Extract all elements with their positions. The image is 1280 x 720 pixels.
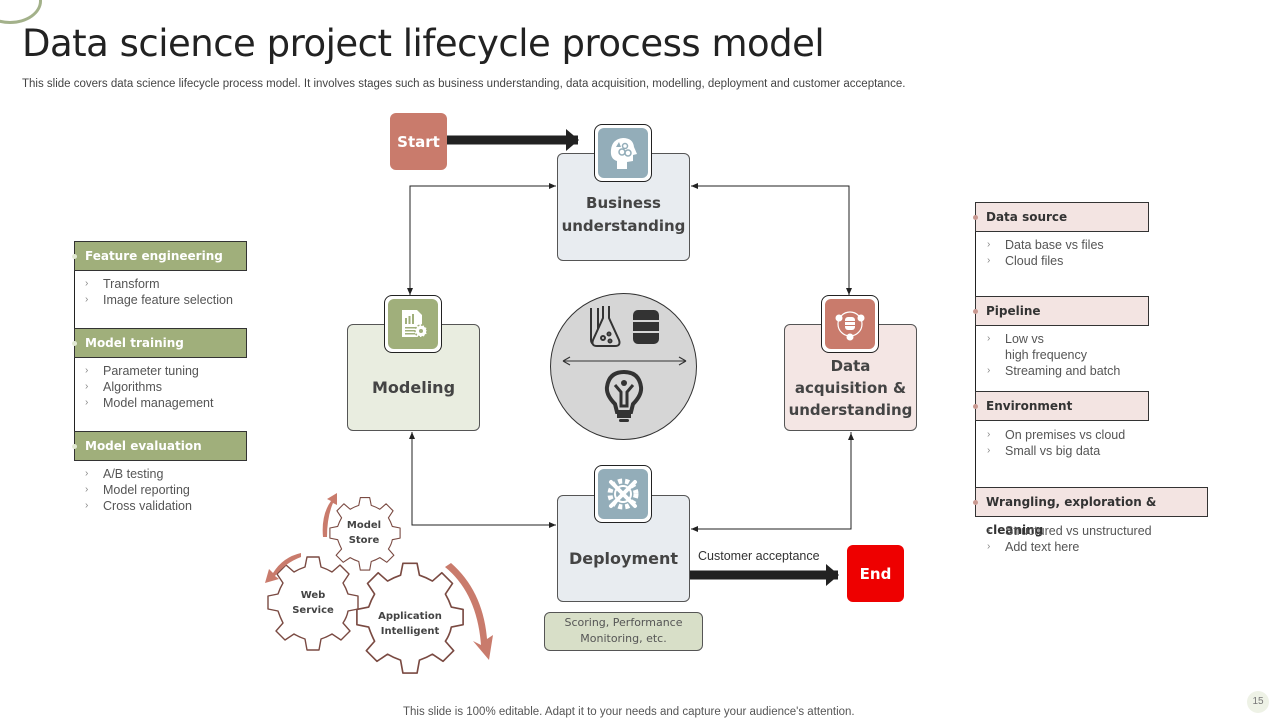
- report-gear-icon: [402, 310, 428, 338]
- right-panel-line: [975, 203, 976, 505]
- stage-modeling-label: Modeling: [371, 378, 456, 397]
- database-icon: [633, 310, 659, 344]
- left-header-model-training: Model training: [72, 328, 247, 358]
- page-subtitle: This slide covers data science lifecycle…: [22, 78, 906, 90]
- left-list-model-evaluation: ›A/B testing ›Model reporting ›Cross val…: [85, 466, 192, 514]
- head-gears-icon: [610, 138, 637, 169]
- gear-model-store-line2: Store: [348, 535, 380, 546]
- right-list-pipeline: ›Low vs high frequency ›Streaming and ba…: [987, 331, 1120, 379]
- bidirectional-arrow-icon: [562, 356, 687, 366]
- left-header-1-text: Model training: [85, 336, 184, 350]
- list-item: ›Small vs big data: [987, 444, 1101, 458]
- list-item: ›Add text here: [987, 540, 1080, 554]
- list-item: ›Low vs high frequency: [987, 332, 1088, 362]
- list-item: ›Parameter tuning: [85, 364, 199, 378]
- left-list-feature-engineering: ›Transform ›Image feature selection: [85, 276, 233, 308]
- gear-app-line1: Application: [378, 611, 442, 622]
- gear-label-application-intelligent: Application Intelligent: [375, 609, 445, 639]
- acquisition-icon-box: [821, 295, 879, 353]
- list-item: ›Cross validation: [85, 499, 192, 513]
- gear-web-service-line2: Service: [292, 605, 334, 616]
- connector-modeling-to-business: [409, 183, 556, 296]
- right-header-2-text: Environment: [986, 399, 1073, 413]
- gear-app-line2: Intelligent: [380, 626, 440, 637]
- gear-model-store-line1: Model: [346, 520, 382, 531]
- customer-acceptance-label: Customer acceptance: [698, 549, 820, 563]
- stage-deployment[interactable]: Deployment: [557, 495, 690, 602]
- right-header-wrangling: Wrangling, exploration & cleaning: [973, 487, 1208, 537]
- left-header-0-text: Feature engineering: [85, 249, 223, 263]
- gears-graphic: [265, 493, 493, 674]
- deployment-note-line2: Monitoring, etc.: [580, 632, 667, 645]
- left-header-model-evaluation: Model evaluation: [72, 431, 247, 461]
- list-item: ›Image feature selection: [85, 293, 233, 307]
- list-item: ›Transform: [85, 277, 160, 291]
- center-circle: [550, 293, 697, 440]
- stage-deployment-label: Deployment: [568, 549, 679, 568]
- list-item: ›Model management: [85, 396, 214, 410]
- list-item: ›Structured vs unstructured: [987, 524, 1152, 538]
- stage-acquisition-line3: understanding: [788, 401, 913, 419]
- right-header-pipeline: Pipeline: [973, 296, 1149, 326]
- tools-gear-icon: [607, 478, 639, 510]
- list-item: ›Streaming and batch: [987, 364, 1121, 378]
- right-list-data-source: ›Data base vs files ›Cloud files: [987, 237, 1104, 269]
- stage-acquisition-line2: acquisition &: [794, 379, 907, 397]
- footer-text: This slide is 100% editable. Adapt it to…: [403, 706, 855, 718]
- end-label: End: [859, 564, 892, 583]
- right-header-3-text: Wrangling, exploration & cleaning: [986, 495, 1157, 537]
- curved-arrow-left-icon: [265, 553, 301, 583]
- deployment-note-line1: Scoring, Performance: [564, 616, 683, 629]
- right-header-1-text: Pipeline: [986, 304, 1041, 318]
- right-list-environment: ›On premises vs cloud ›Small vs big data: [987, 427, 1125, 459]
- left-header-feature-engineering: Feature engineering: [72, 241, 247, 271]
- start-label: Start: [397, 132, 440, 151]
- stage-acquisition-line1: Data: [830, 357, 871, 375]
- stage-business-line1: Business: [586, 194, 661, 212]
- right-header-data-source: Data source: [973, 202, 1149, 232]
- modeling-icon-box: [384, 295, 442, 353]
- stage-business-line2: understanding: [561, 217, 686, 235]
- business-icon-box: [594, 124, 652, 182]
- gear-label-model-store: Model Store: [342, 518, 386, 548]
- deployment-note: Scoring, Performance Monitoring, etc.: [544, 612, 703, 651]
- gear-web-service-line1: Web: [300, 590, 326, 601]
- start-button[interactable]: Start: [390, 113, 447, 170]
- right-header-0-text: Data source: [986, 210, 1068, 224]
- right-header-environment: Environment: [973, 391, 1149, 421]
- connector-acquisition-to-business: [691, 183, 850, 296]
- list-item: ›Data base vs files: [987, 238, 1104, 252]
- flask-icon: [590, 306, 621, 347]
- database-network-icon: [835, 311, 865, 341]
- list-item: ›Algorithms: [85, 380, 163, 394]
- gear-label-web-service: Web Service: [288, 588, 338, 618]
- list-item: ›Model reporting: [85, 483, 190, 497]
- page-number: 15: [1247, 691, 1269, 713]
- right-list-wrangling: ›Structured vs unstructured ›Add text he…: [987, 523, 1152, 555]
- end-button[interactable]: End: [847, 545, 904, 602]
- page-title: Data science project lifecycle process m…: [22, 22, 825, 65]
- lightbulb-person-icon: [604, 369, 644, 422]
- list-item: ›A/B testing: [85, 467, 164, 481]
- connector-acquisition-to-deployment: [691, 432, 852, 532]
- list-item: ›On premises vs cloud: [987, 428, 1126, 442]
- left-header-2-text: Model evaluation: [85, 439, 202, 453]
- list-item: ›Cloud files: [987, 254, 1064, 268]
- deployment-icon-box: [594, 465, 652, 523]
- curved-arrow-down-icon: [445, 563, 493, 660]
- left-list-model-training: ›Parameter tuning ›Algorithms ›Model man…: [85, 363, 213, 411]
- curved-arrow-up-icon: [322, 493, 337, 537]
